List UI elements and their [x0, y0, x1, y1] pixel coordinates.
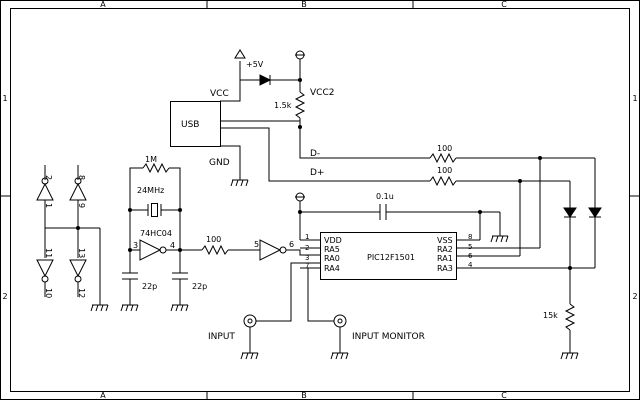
col-label-c-bottom: C: [501, 391, 507, 400]
plus5v-symbol: +5V: [234, 49, 264, 69]
dline-diodes: [563, 158, 602, 269]
pulldown-value: 15k: [543, 311, 558, 320]
mcu-pin7-name: RA4: [324, 264, 340, 273]
row-label-1-right: 1: [632, 94, 637, 103]
osc-inverter-pin-out: 4: [170, 241, 175, 250]
wire-usb-dplus: [220, 127, 430, 182]
mcu-pin8-num: 8: [468, 233, 472, 241]
dline-resistors: 100 100: [429, 144, 595, 256]
series-resistor-value: 100: [206, 235, 221, 244]
input-monitor-label: INPUT MONITOR: [352, 332, 425, 342]
wire-usb-vcc: [220, 61, 260, 102]
buffer-pin-out: 6: [289, 240, 294, 249]
mcu-pin8-name: VSS: [437, 236, 453, 245]
mcu-pin5-name: RA2: [437, 245, 453, 254]
usb-vcc-label: VCC: [210, 89, 229, 99]
mcu-pin2-num: 2: [305, 244, 309, 252]
usb-ground: [220, 145, 249, 187]
spare-gates: 2 1 8 9 11 10 13 12: [36, 165, 109, 312]
mcu-pin5-num: 5: [468, 243, 472, 251]
resistor-vcc2-value: 1.5k: [274, 101, 292, 110]
mcu-pic12f1501: PIC12F1501 1 VDD 2 RA5 3 RA0 7 RA4 8 VSS…: [300, 232, 570, 280]
row-label-2-left: 2: [2, 292, 7, 301]
mcu-pin3-name: RA0: [324, 254, 340, 263]
mcu-pin6-name: RA1: [437, 254, 453, 263]
mcu-pin2-name: RA5: [324, 245, 340, 254]
input-label: INPUT: [208, 332, 235, 342]
buffer-pin-in: 5: [254, 240, 259, 249]
dline-r-bottom-value: 100: [437, 166, 452, 175]
junction-dminus-ra2: [538, 156, 542, 160]
usb-box-label: USB: [181, 120, 199, 130]
osc-inverter-part: 74HC04: [140, 229, 172, 238]
mcu-supply: 0.1u: [295, 192, 509, 243]
col-label-b-top: B: [301, 0, 307, 9]
buffer-inverter: 5 6: [254, 239, 320, 261]
mcu-pin1-name: VDD: [324, 236, 342, 245]
col-label-b-bottom: B: [301, 391, 307, 400]
mcu-pin3-num: 3: [305, 254, 309, 262]
osc-cap-left-value: 22p: [142, 282, 157, 291]
col-label-a-bottom: A: [100, 391, 106, 400]
mcu-pin4-num: 4: [468, 261, 473, 269]
pulldown-resistor: 15k: [543, 268, 579, 360]
osc-cap-right-value: 22p: [192, 282, 207, 291]
usb-connector: USB VCC GND D- D+: [170, 89, 324, 178]
osc-feedback-resistor-value: 1M: [145, 155, 157, 164]
gate4-out-pin: 12: [77, 288, 86, 298]
osc-inverter-pin-in: 3: [133, 241, 138, 250]
gate3-in-pin: 11: [44, 248, 53, 258]
input-connector: INPUT: [208, 262, 300, 360]
plus5v-label: +5V: [246, 60, 264, 69]
junction-osc-3: [128, 248, 132, 252]
usb-dplus-label: D+: [310, 168, 324, 178]
row-label-1-left: 1: [2, 94, 7, 103]
wire-usb-dminus: [220, 120, 430, 159]
input-monitor-connector: INPUT MONITOR: [300, 267, 425, 360]
usb-gnd-label: GND: [209, 158, 230, 168]
junction-dplus-ra1: [518, 179, 522, 183]
gate2-out-pin: 8: [77, 175, 86, 180]
mcu-pin1-num: 1: [305, 233, 309, 241]
junction-vdd: [298, 210, 302, 214]
decoupling-cap-value: 0.1u: [376, 192, 394, 201]
col-label-a-top: A: [100, 0, 106, 9]
junction-osc-2: [178, 208, 182, 212]
gate1-in-pin: 1: [44, 203, 53, 208]
junction-osc-1: [128, 208, 132, 212]
row-label-2-right: 2: [632, 292, 637, 301]
mcu-pin6-num: 6: [468, 252, 473, 260]
vcc2-label: VCC2: [310, 88, 334, 98]
dline-r-top-value: 100: [437, 144, 452, 153]
diode-vcc2: [259, 74, 300, 86]
series-resistor: 100: [180, 235, 260, 256]
vcc2-supply-symbol: VCC2: [295, 50, 334, 98]
col-label-c-top: C: [501, 0, 507, 9]
gate3-out-pin: 10: [44, 288, 53, 298]
osc-crystal-value: 24MHz: [137, 186, 164, 195]
mcu-part-name: PIC12F1501: [367, 253, 415, 262]
mcu-pin7-num: 7: [305, 262, 309, 270]
oscillator: 1M 24MHz 74HC04 3 4 22p 22p: [120, 155, 207, 312]
resistor-vcc2-pullup: 1.5k: [274, 80, 306, 127]
gate1-out-pin: 2: [44, 175, 53, 180]
usb-dminus-label: D-: [310, 149, 320, 159]
gate2-in-pin: 9: [77, 203, 86, 208]
gate4-in-pin: 13: [77, 248, 86, 258]
junction-vss: [478, 210, 482, 214]
junction-spare-1: [76, 226, 80, 230]
mcu-pin4-name: RA3: [437, 264, 453, 273]
